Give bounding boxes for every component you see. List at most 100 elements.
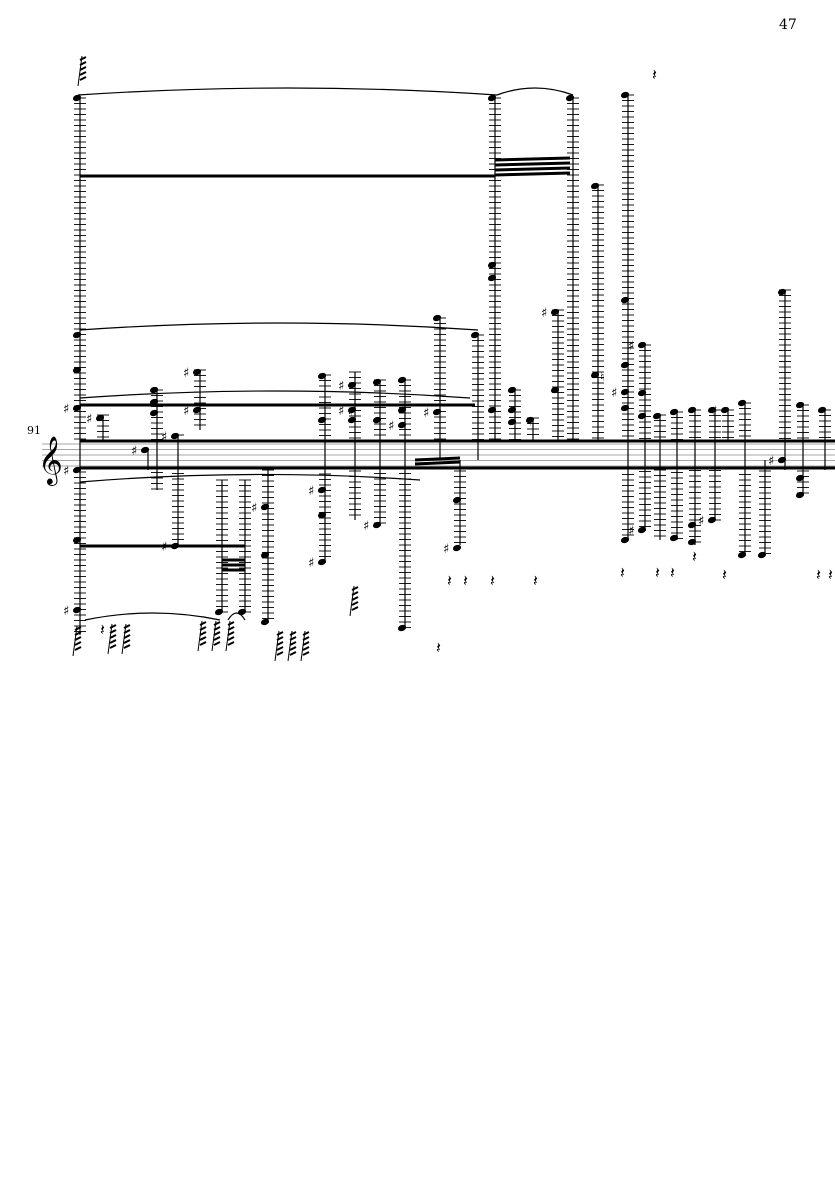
tremolo-mark (79, 71, 87, 76)
notehead (432, 408, 442, 416)
beam (414, 456, 461, 462)
natural-accidental-icon: ♮ (527, 415, 531, 429)
notehead (95, 414, 105, 422)
sharp-accidental-icon: ♯ (63, 402, 69, 417)
tremolo-mark (213, 636, 221, 641)
notehead (737, 399, 747, 407)
tremolo-mark (109, 639, 117, 644)
sharp-accidental-icon: ♯ (611, 386, 617, 401)
quarter-rest-icon: 𝄽 (670, 563, 675, 582)
tie-slur (227, 612, 246, 621)
tremolo-mark (213, 631, 221, 636)
notehead (260, 618, 270, 626)
notehead (452, 544, 462, 552)
sharp-accidental-icon: ♯ (63, 464, 69, 479)
notehead (565, 94, 575, 102)
tremolo-mark (289, 646, 297, 651)
notehead (507, 418, 517, 426)
quarter-rest-icon: 𝄽 (100, 620, 105, 639)
tremolo-mark (123, 634, 131, 639)
tremolo-mark (227, 631, 235, 636)
sharp-accidental-icon: ♯ (388, 419, 394, 434)
tremolo-stem (287, 630, 293, 662)
quarter-rest-icon: 𝄽 (816, 565, 821, 584)
sharp-accidental-icon: ♯ (63, 604, 69, 619)
notehead (372, 416, 382, 424)
notehead (372, 521, 382, 529)
tremolo-mark (109, 634, 117, 639)
notehead (737, 551, 747, 559)
notehead (550, 308, 560, 316)
notehead (347, 406, 357, 414)
notehead (777, 456, 787, 464)
notehead (795, 474, 805, 482)
notehead (149, 386, 159, 394)
notehead (397, 376, 407, 384)
notehead (347, 381, 357, 389)
tremolo-mark (351, 601, 359, 606)
notehead (317, 558, 327, 566)
notehead (687, 521, 697, 529)
tremolo-mark (227, 621, 235, 626)
notehead (214, 608, 224, 616)
tremolo-mark (289, 641, 297, 646)
tremolo-mark (79, 66, 87, 71)
notehead (487, 261, 497, 269)
tremolo-stem (300, 630, 306, 662)
tie-slur (79, 390, 471, 399)
tremolo-mark (74, 646, 82, 651)
notehead (507, 386, 517, 394)
notehead (397, 406, 407, 414)
measure-number: 91 (27, 424, 41, 437)
tremolo-stem (121, 623, 127, 655)
tie-slur (84, 612, 221, 621)
quarter-rest-icon: 𝄽 (447, 571, 452, 590)
notehead (470, 331, 480, 339)
notehead (149, 409, 159, 417)
tremolo-stem (274, 630, 280, 662)
tremolo-mark (227, 636, 235, 641)
notehead (620, 361, 630, 369)
tremolo-mark (74, 636, 82, 641)
notehead (72, 366, 82, 374)
quarter-rest-icon: 𝄽 (722, 565, 727, 584)
notehead (687, 538, 697, 546)
sharp-accidental-icon: ♯ (161, 430, 167, 445)
tremolo-stem (77, 55, 83, 87)
quarter-rest-icon: 𝄽 (490, 571, 495, 590)
tie-slur (77, 87, 498, 96)
quarter-rest-icon: 𝄽 (463, 571, 468, 590)
tremolo-mark (74, 626, 82, 631)
sharp-accidental-icon: ♯ (338, 404, 344, 419)
tremolo-mark (276, 651, 284, 656)
tie-slur (79, 473, 421, 483)
notehead (620, 296, 630, 304)
natural-accidental-icon: ♮ (600, 370, 604, 384)
tremolo-mark (79, 76, 87, 81)
beam (494, 161, 571, 167)
tremolo-mark (289, 631, 297, 636)
notehead (620, 404, 630, 412)
treble-clef-icon: 𝄞 (38, 435, 63, 486)
beam (414, 460, 461, 466)
notehead (397, 624, 407, 632)
notehead (550, 386, 560, 394)
notehead (637, 526, 647, 534)
notehead (795, 401, 805, 409)
notehead (637, 412, 647, 420)
tremolo-mark (123, 644, 131, 649)
tremolo-mark (199, 641, 207, 646)
page-number: 47 (779, 17, 797, 33)
tremolo-mark (302, 641, 310, 646)
notehead (652, 412, 662, 420)
notehead (669, 534, 679, 542)
notehead (317, 511, 327, 519)
notehead (432, 314, 442, 322)
tremolo-mark (302, 651, 310, 656)
notehead (72, 466, 82, 474)
quarter-rest-icon: 𝄽 (655, 563, 660, 582)
sharp-accidental-icon: ♯ (338, 379, 344, 394)
sharp-accidental-icon: ♯ (423, 406, 429, 421)
tremolo-mark (199, 631, 207, 636)
